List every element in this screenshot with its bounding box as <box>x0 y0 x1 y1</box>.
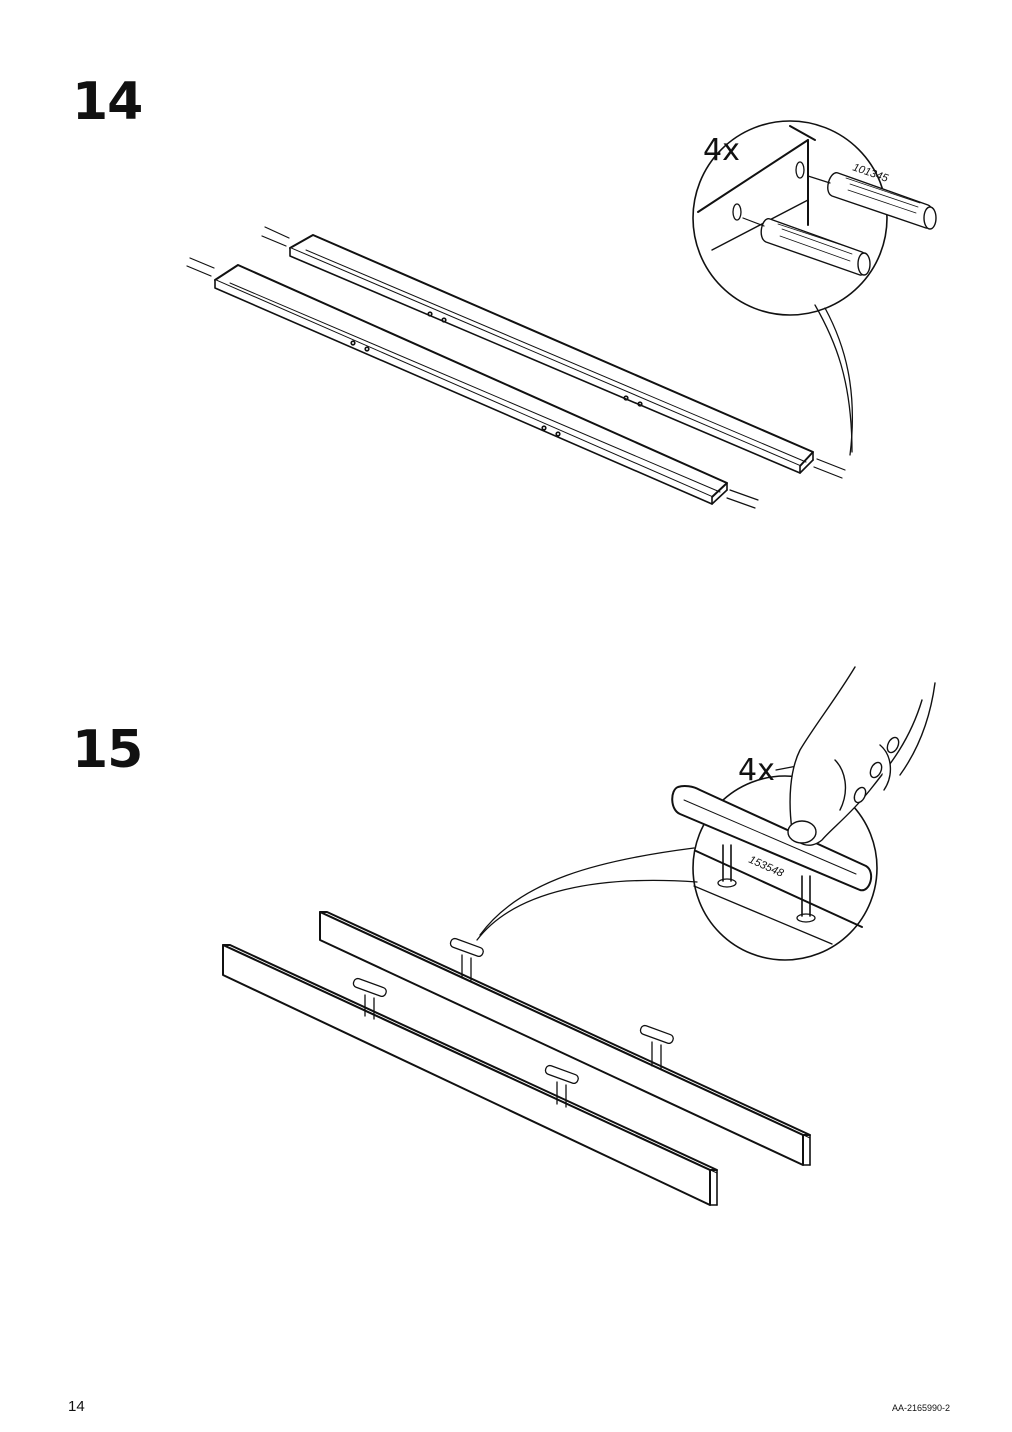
step-15-number: 15 <box>72 720 143 780</box>
step-14-illustration: 4x 101345 <box>186 120 937 509</box>
hand-illustration <box>787 666 936 846</box>
rail-front <box>214 264 728 505</box>
dowel-detail-callout: 4x 101345 <box>692 120 937 456</box>
step-15-illustration: 153548 4x <box>222 666 936 1206</box>
dowels-14 <box>186 226 846 509</box>
page-number: 14 <box>68 1398 85 1415</box>
document-code: AA-2165990-2 <box>891 1403 950 1413</box>
step-15-quantity: 4x <box>738 753 775 788</box>
rail-back-15 <box>319 911 811 1166</box>
rail-front-15 <box>222 944 718 1206</box>
rail-back <box>289 234 814 474</box>
step-14-quantity: 4x <box>703 133 740 168</box>
step-14-number: 14 <box>72 72 143 132</box>
brackets-15 <box>352 937 674 1108</box>
